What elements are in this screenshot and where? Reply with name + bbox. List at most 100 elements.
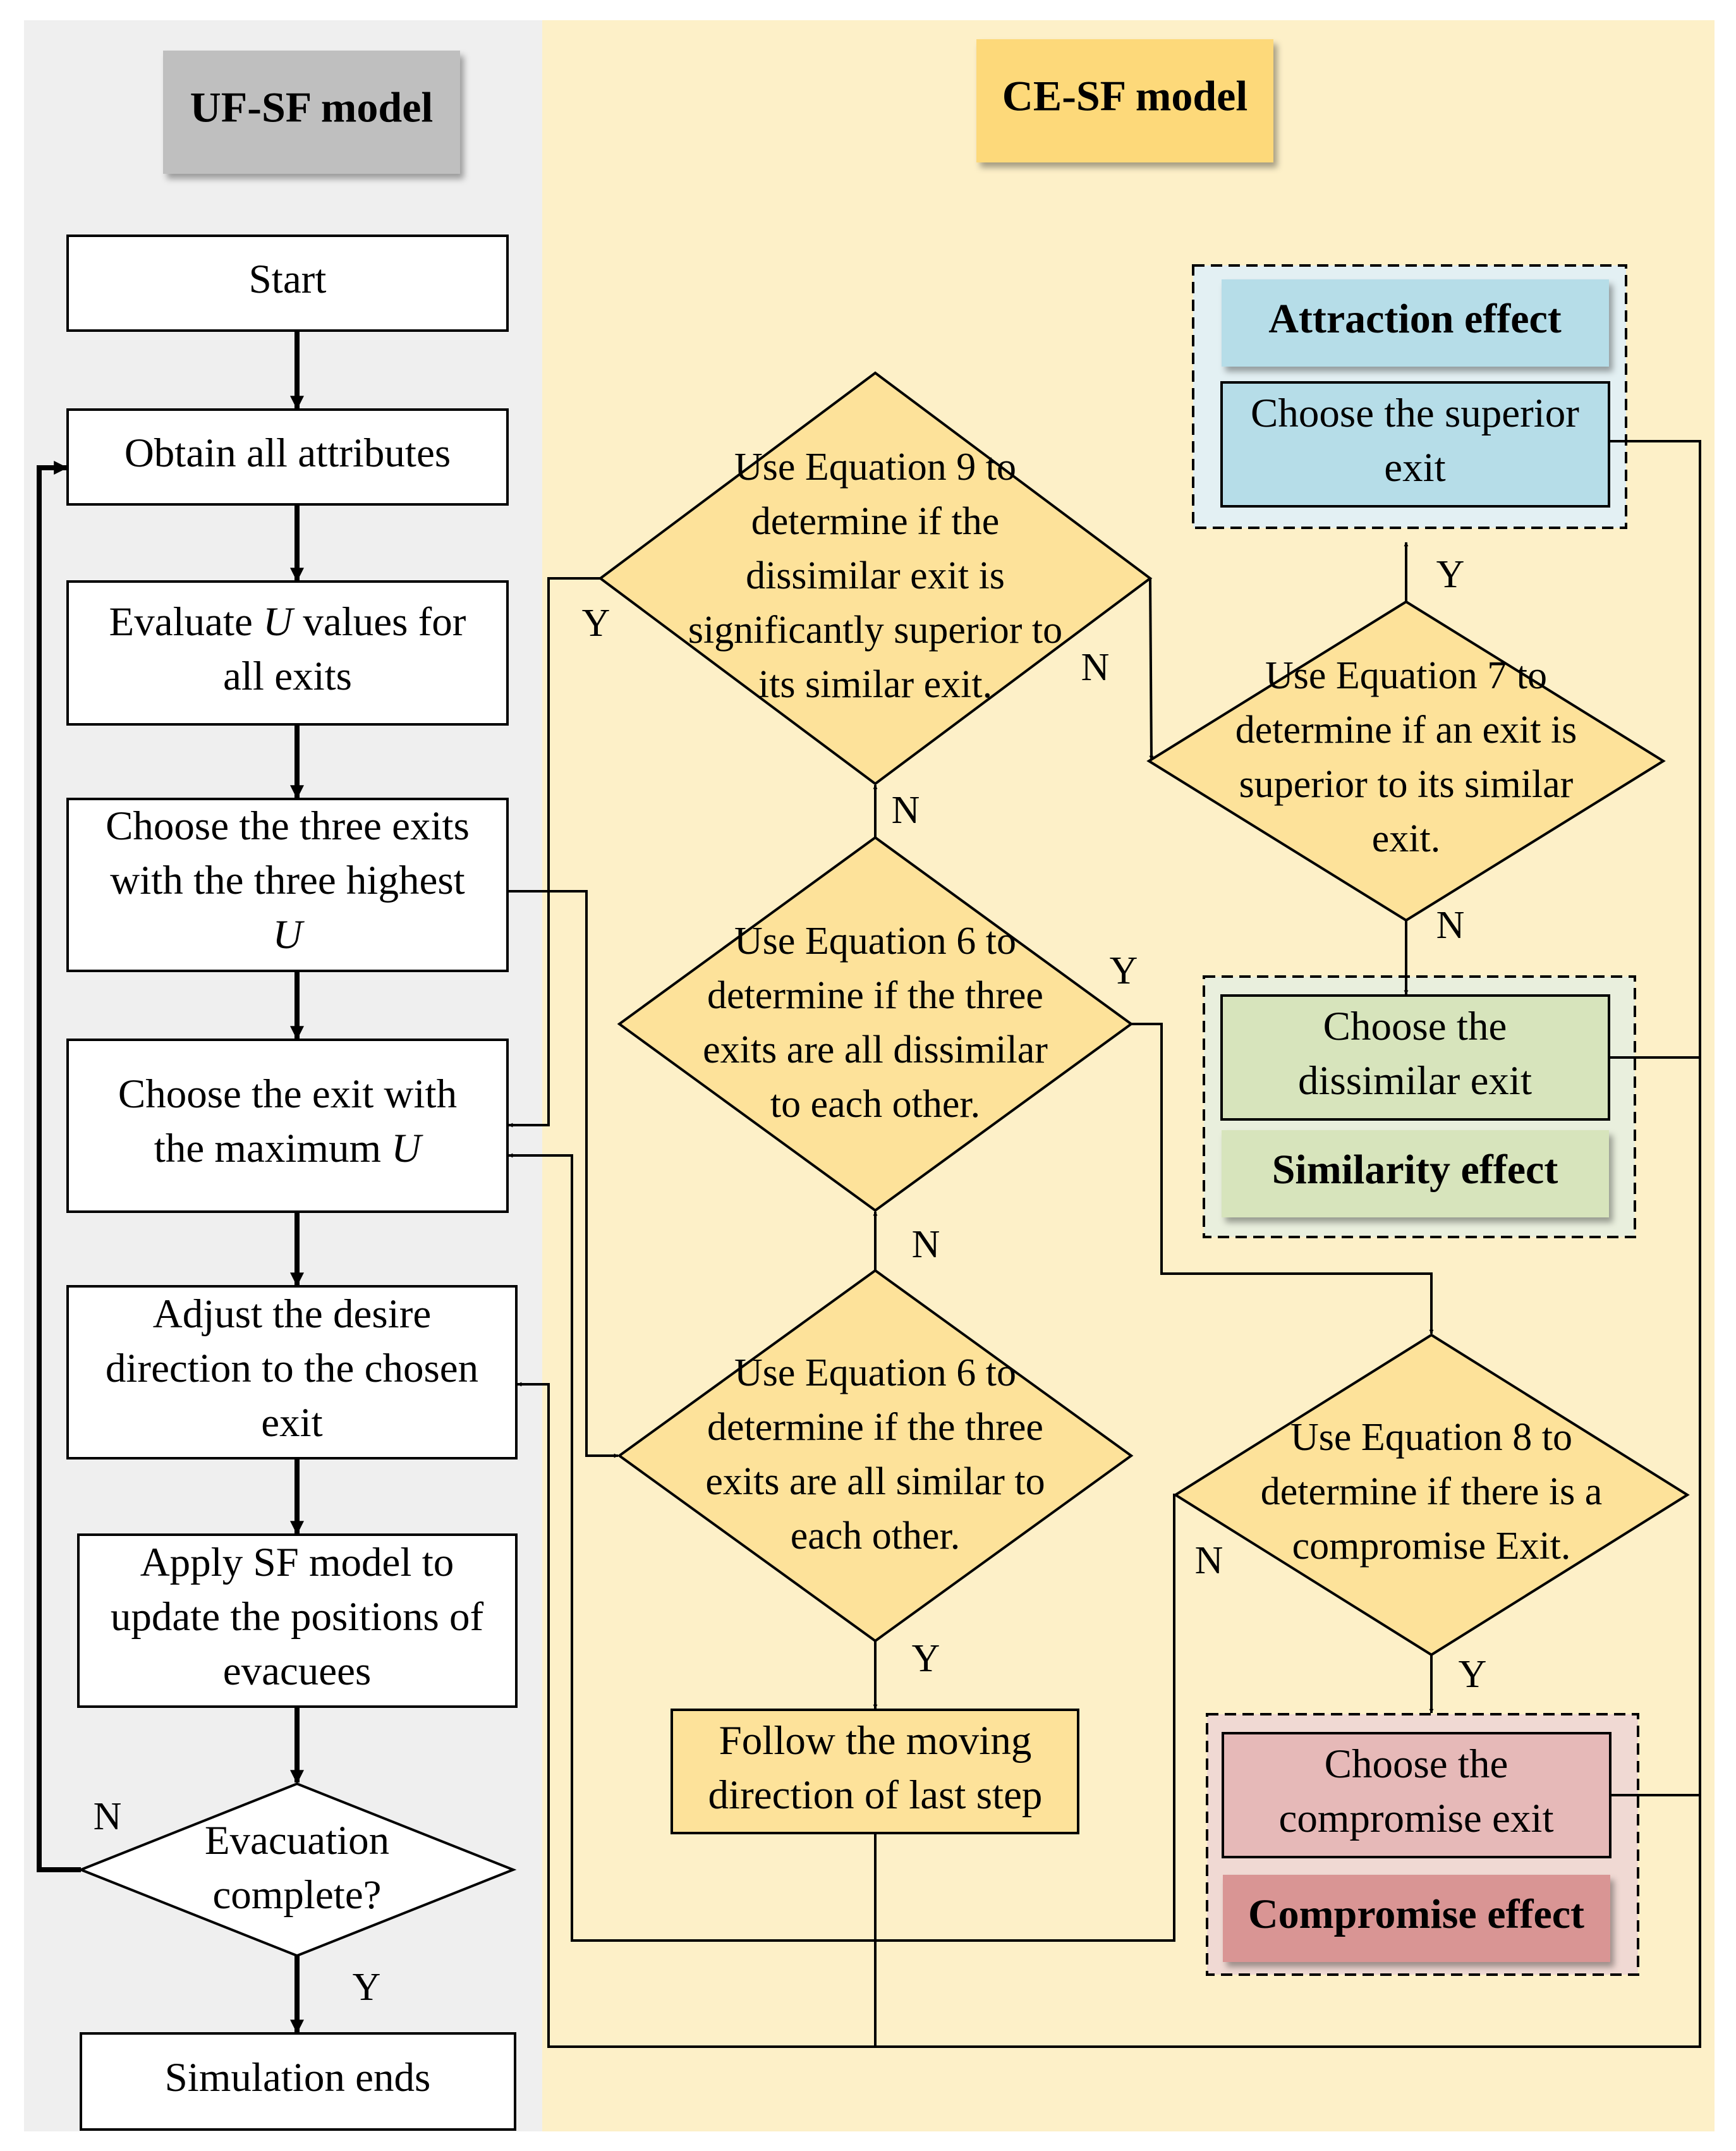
label-eq8-yes: Y — [1459, 1653, 1487, 1696]
compromise-line-2: compromise exit — [1278, 1796, 1553, 1841]
choose-three-box — [66, 798, 509, 972]
obtain-attributes-label: Obtain all attributes — [124, 430, 451, 476]
connector-eq6-dissimilar-yes — [1131, 1023, 1434, 1334]
label-eq6-dissimilar-yes: Y — [1110, 949, 1138, 992]
evacuation-complete-label: Evacuation complete? — [205, 1818, 389, 1918]
follow-last-step-box — [671, 1709, 1079, 1834]
compromise-line-1: Choose the — [1325, 1741, 1508, 1787]
eq8-line-1: Use Equation 8 to — [1290, 1416, 1572, 1459]
adjust-direction-label: Adjust the desire direction to the chosen… — [106, 1291, 478, 1446]
follow-line-2: direction of last step — [708, 1772, 1043, 1818]
obtain-attributes-box — [66, 408, 509, 506]
choose-three-line-1: Choose the three exits — [106, 803, 470, 849]
uf-title-box — [163, 51, 460, 174]
label-eq6-dissimilar-no: N — [892, 789, 920, 832]
start-box — [66, 235, 509, 332]
eq9-line-3: dissimilar exit is — [746, 554, 1005, 597]
eq8-label: Use Equation 8 to determine if there is a… — [1261, 1416, 1603, 1568]
eq6-sim-line-1: Use Equation 6 to — [734, 1351, 1016, 1394]
eq6-sim-line-4: each other. — [791, 1514, 961, 1557]
choose-max-label: Choose the exit with the maximum U — [118, 1071, 457, 1171]
label-eq9-no: N — [1081, 646, 1110, 689]
connector-eq8-no-to-max — [508, 1153, 1175, 1942]
eq9-label: Use Equation 9 to determine if the dissimi… — [688, 446, 1062, 706]
apply-line-3: evacuees — [223, 1648, 372, 1694]
eq9-line-1: Use Equation 9 to — [734, 446, 1016, 489]
choose-max-line-2: the maximum — [154, 1126, 392, 1171]
eq7-line-2: determine if an exit is — [1235, 709, 1577, 752]
label-eq6-similar-no: N — [912, 1223, 940, 1266]
label-eq8-no: N — [1195, 1539, 1223, 1582]
eq9-line-4: significantly superior to — [688, 609, 1062, 652]
choose-three-line-2: with the three highest — [110, 858, 464, 903]
flow-loop-no-back-to-obtain — [37, 461, 81, 1872]
apply-sf-label: Apply SF model to update the positions of… — [111, 1540, 484, 1694]
ce-title: CE-SF model — [1002, 72, 1247, 120]
adjust-line-2: direction to the chosen — [106, 1346, 478, 1391]
connector-three-to-eq6-similar — [507, 890, 619, 1458]
eq7-label: Use Equation 7 to determine if an exit is… — [1235, 654, 1577, 860]
eq6-similar-label: Use Equation 6 to determine if the three e… — [705, 1351, 1045, 1557]
label-eq7-yes: Y — [1436, 553, 1465, 596]
simulation-ends-label: Simulation ends — [165, 2055, 431, 2100]
choose-max-box — [66, 1039, 509, 1213]
eq6-dis-line-3: exits are all dissimilar — [703, 1028, 1048, 1071]
superior-line-2: exit — [1384, 445, 1445, 491]
attraction-effect-title: Attraction effect — [1268, 296, 1562, 342]
apply-line-1: Apply SF model to — [140, 1540, 454, 1585]
label-complete-no: N — [94, 1795, 122, 1838]
connector-eq9-yes — [508, 577, 600, 1128]
choose-max-line-1: Choose the exit with — [118, 1071, 457, 1117]
eq9-line-2: determine if the — [751, 500, 1000, 543]
eq7-line-3: superior to its similar — [1239, 763, 1574, 806]
evaluate-u-box — [66, 580, 509, 726]
superior-line-1: Choose the superior — [1251, 391, 1579, 436]
label-complete-yes: Y — [353, 1966, 381, 2009]
similarity-effect-title-box — [1222, 1130, 1609, 1217]
label-eq7-no: N — [1436, 904, 1465, 947]
eq7-line-1: Use Equation 7 to — [1265, 654, 1547, 697]
eq6-dis-line-2: determine if the three — [707, 974, 1043, 1017]
choose-three-label: Choose the three exits with the three hig… — [106, 803, 470, 958]
evaluate-u-var: U — [263, 599, 295, 645]
eq8-line-2: determine if there is a — [1261, 1470, 1603, 1513]
choose-compromise-exit-label: Choose the compromise exit — [1278, 1741, 1553, 1841]
ce-title-box — [976, 39, 1273, 162]
adjust-direction-box — [66, 1285, 518, 1459]
similarity-effect-title: Similarity effect — [1272, 1147, 1558, 1193]
choose-superior-exit-label: Choose the superior exit — [1251, 391, 1579, 491]
uf-title: UF-SF model — [190, 83, 434, 131]
complete-line-1: Evacuation — [205, 1818, 389, 1863]
follow-line-1: Follow the moving — [719, 1718, 1032, 1764]
label-eq9-yes: Y — [582, 602, 610, 645]
follow-last-step-label: Follow the moving direction of last step — [708, 1718, 1043, 1818]
eq9-line-5: its similar exit. — [758, 663, 992, 706]
connector-eq9-no — [1149, 578, 1154, 760]
apply-line-2: update the positions of — [111, 1594, 484, 1640]
eq6-dis-line-4: to each other. — [770, 1083, 980, 1126]
choose-three-var: U — [273, 912, 305, 958]
eq6-dissimilar-diamond — [617, 836, 1134, 1212]
complete-line-2: complete? — [212, 1872, 381, 1918]
label-eq6-similar-yes: Y — [912, 1637, 940, 1680]
dissimilar-line-2: dissimilar exit — [1298, 1058, 1532, 1104]
dissimilar-line-1: Choose the — [1323, 1004, 1507, 1049]
attraction-effect-title-box — [1222, 279, 1609, 367]
eq8-line-3: compromise Exit. — [1292, 1525, 1571, 1568]
compromise-effect-title: Compromise effect — [1248, 1891, 1584, 1937]
adjust-line-3: exit — [261, 1400, 322, 1446]
evaluate-u-line-2: all exits — [223, 654, 352, 699]
choose-superior-exit-box — [1220, 381, 1610, 508]
evaluate-u-part-2: values for — [293, 599, 466, 645]
adjust-line-1: Adjust the desire — [153, 1291, 431, 1337]
choose-dissimilar-exit-label: Choose the dissimilar exit — [1298, 1004, 1532, 1104]
choose-max-var: U — [391, 1126, 423, 1171]
eq6-sim-line-3: exits are all similar to — [705, 1460, 1045, 1503]
choose-dissimilar-exit-box — [1220, 994, 1610, 1121]
connector-outcomes-to-adjust — [517, 440, 1701, 2048]
eq6-sim-line-2: determine if the three — [707, 1406, 1043, 1449]
